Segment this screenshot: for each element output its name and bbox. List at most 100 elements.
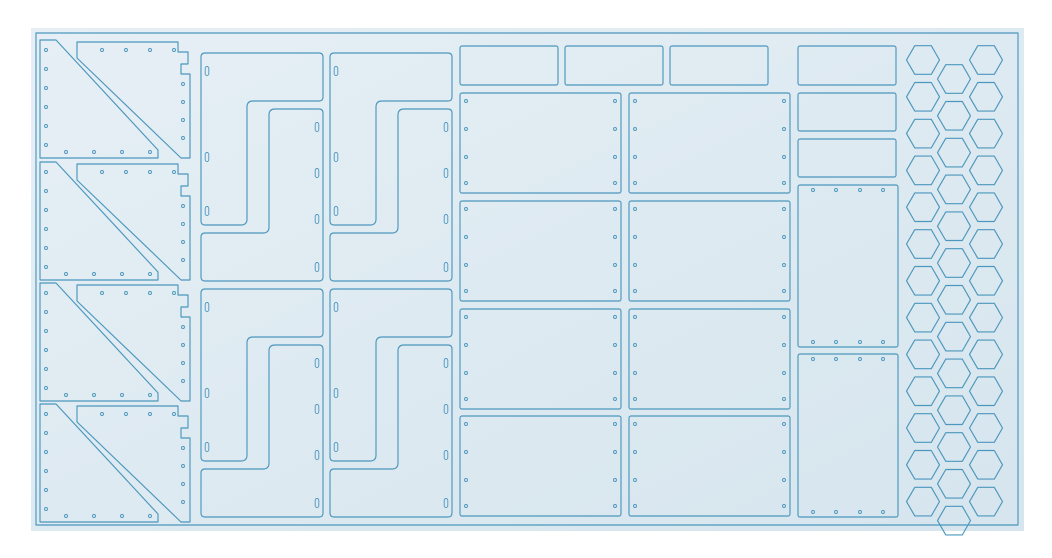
bracket-hole bbox=[92, 150, 96, 154]
hexagon-19 bbox=[968, 265, 1004, 296]
panel-hole bbox=[782, 343, 786, 347]
hexagon-2 bbox=[936, 64, 972, 94]
l-plate-slot bbox=[443, 358, 449, 368]
hexagon-4 bbox=[968, 81, 1004, 112]
triangle-bracket-right-0 bbox=[76, 41, 191, 159]
bracket-hole bbox=[92, 514, 96, 518]
bracket-hole bbox=[148, 170, 152, 174]
l-plate-slot bbox=[314, 168, 320, 178]
l-plate-slot bbox=[314, 358, 320, 368]
panel-hole bbox=[464, 127, 468, 131]
bracket-hole bbox=[44, 348, 48, 352]
panel-hole bbox=[633, 315, 637, 319]
bracket-hole bbox=[44, 412, 48, 416]
hexagon-0 bbox=[905, 45, 941, 75]
small-strip-0 bbox=[459, 45, 559, 86]
bracket-hole bbox=[44, 105, 48, 109]
panel-hole bbox=[633, 343, 637, 347]
panel-hole bbox=[633, 504, 637, 508]
bracket-hole bbox=[64, 393, 68, 397]
l-plate-slot bbox=[443, 498, 449, 508]
panel-hole bbox=[782, 181, 786, 185]
l-plate-slot bbox=[333, 206, 339, 216]
panel-hole bbox=[782, 504, 786, 508]
panel-hole bbox=[613, 235, 617, 239]
l-plate-slot bbox=[333, 388, 339, 398]
l-plate-lower-0 bbox=[200, 108, 324, 282]
panel-hole bbox=[811, 340, 815, 344]
bracket-hole bbox=[44, 208, 48, 212]
bracket-hole bbox=[181, 100, 185, 104]
hexagon-3 bbox=[905, 81, 941, 112]
bracket-hole bbox=[44, 329, 48, 333]
bracket-hole bbox=[181, 361, 185, 365]
panel-hole bbox=[464, 371, 468, 375]
panel-hole bbox=[782, 289, 786, 293]
bracket-hole bbox=[181, 222, 185, 226]
panel-hole bbox=[782, 397, 786, 401]
panel-hole bbox=[782, 263, 786, 267]
bracket-hole bbox=[92, 393, 96, 397]
bracket-hole bbox=[120, 393, 124, 397]
panel-hole bbox=[613, 504, 617, 508]
panel-hole bbox=[613, 127, 617, 131]
l-plate-slot bbox=[443, 168, 449, 178]
bracket-hole bbox=[181, 258, 185, 262]
l-plate-slot bbox=[204, 206, 210, 216]
bracket-hole bbox=[120, 272, 124, 276]
hexagon-1 bbox=[968, 45, 1004, 75]
panel-right-3 bbox=[628, 415, 791, 517]
bracket-hole bbox=[172, 48, 176, 52]
bracket-hole bbox=[100, 170, 104, 174]
bracket-hole bbox=[44, 367, 48, 371]
parts-group bbox=[39, 39, 1004, 536]
hexagon-24 bbox=[905, 339, 941, 370]
panel-hole bbox=[811, 188, 815, 192]
hexagon-23 bbox=[936, 321, 972, 352]
l-plate-slot bbox=[443, 122, 449, 132]
panel-hole bbox=[881, 340, 885, 344]
bracket-hole bbox=[124, 412, 128, 416]
bracket-hole bbox=[181, 82, 185, 86]
panel-hole bbox=[858, 340, 862, 344]
l-plate-slot bbox=[314, 498, 320, 508]
l-plate-slot bbox=[333, 442, 339, 452]
bracket-hole bbox=[181, 446, 185, 450]
bracket-hole bbox=[44, 48, 48, 52]
bracket-hole bbox=[181, 343, 185, 347]
panel-hole bbox=[782, 450, 786, 454]
bracket-hole bbox=[44, 170, 48, 174]
panel-hole bbox=[834, 340, 838, 344]
panel-hole bbox=[881, 188, 885, 192]
panel-hole bbox=[633, 263, 637, 267]
bracket-hole bbox=[172, 291, 176, 295]
bracket-hole bbox=[44, 246, 48, 250]
panel-hole bbox=[633, 478, 637, 482]
l-plate-lower-3 bbox=[329, 344, 453, 518]
tall-panel-1 bbox=[797, 353, 899, 518]
l-plate-lower-2 bbox=[200, 344, 324, 518]
panel-hole bbox=[613, 155, 617, 159]
bracket-hole bbox=[124, 170, 128, 174]
material-sheet bbox=[31, 28, 1024, 531]
l-plate-slot bbox=[443, 262, 449, 272]
bracket-hole bbox=[120, 514, 124, 518]
panel-hole bbox=[858, 510, 862, 514]
hexagon-17 bbox=[936, 248, 972, 278]
l-plate-slot bbox=[333, 66, 339, 76]
panel-hole bbox=[464, 181, 468, 185]
bracket-hole bbox=[181, 379, 185, 383]
l-plate-slot bbox=[204, 302, 210, 312]
panel-hole bbox=[613, 450, 617, 454]
bracket-hole bbox=[124, 291, 128, 295]
hexagon-31 bbox=[968, 413, 1004, 443]
hexagon-37 bbox=[968, 486, 1004, 517]
panel-hole bbox=[464, 235, 468, 239]
panel-hole bbox=[613, 181, 617, 185]
bracket-hole bbox=[44, 507, 48, 511]
bracket-hole bbox=[44, 488, 48, 492]
panel-hole bbox=[613, 315, 617, 319]
panel-hole bbox=[782, 127, 786, 131]
hexagon-35 bbox=[936, 468, 972, 499]
